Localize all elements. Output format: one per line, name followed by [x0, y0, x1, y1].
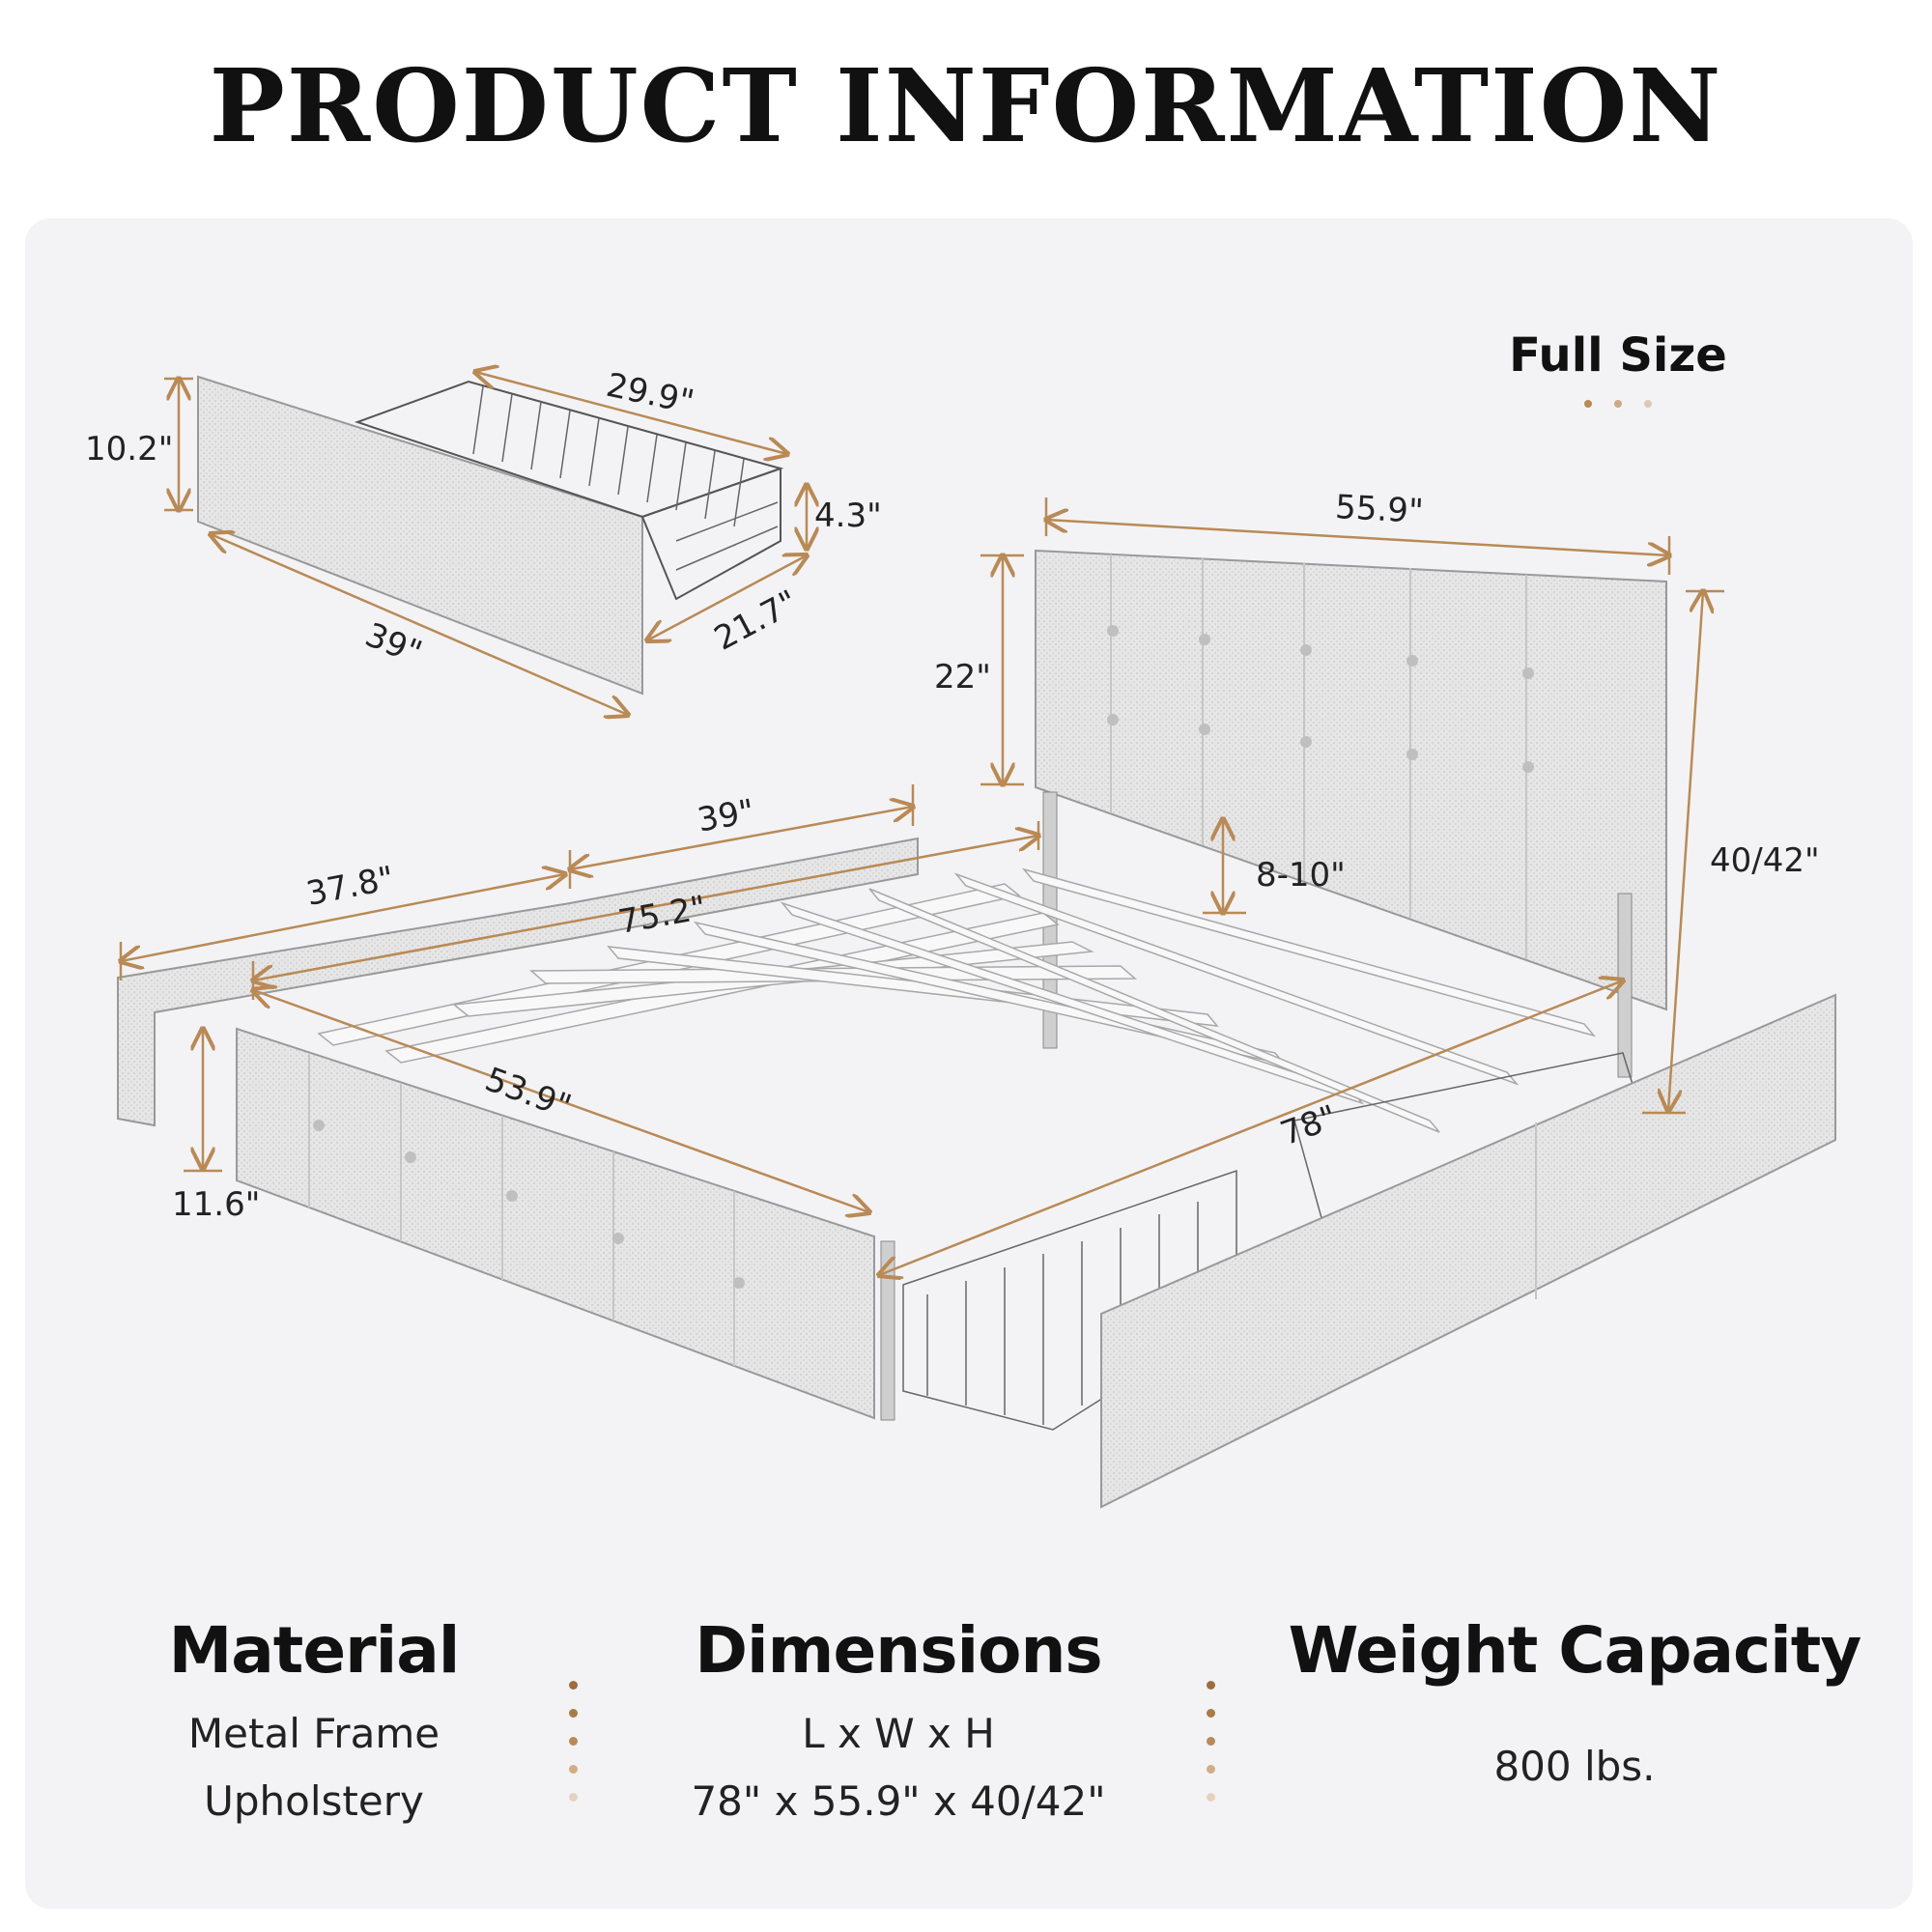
dim-overall-length: 78" [1275, 1097, 1342, 1153]
spec-material-line-1: Metal Frame [187, 1710, 440, 1757]
spec-dimensions-line-2: 78" x 55.9" x 40/42" [691, 1777, 1106, 1825]
size-divider-dots [1584, 400, 1652, 408]
spec-weight-capacity: Weight Capacity 800 lbs. [1275, 1613, 1874, 1790]
dim-overall-height: 40/42" [1710, 841, 1820, 880]
drawer-illustration [197, 375, 784, 696]
dim-drawer-depth: 21.7" [708, 582, 804, 658]
dim-drawer-height: 10.2" [85, 430, 173, 469]
spec-weight-line-1: 800 lbs. [1493, 1743, 1656, 1790]
size-label: Full Size [1509, 328, 1727, 383]
dim-drawer-inner-height: 4.3" [814, 497, 882, 535]
dim-headboard-width: 55.9" [1334, 488, 1424, 531]
spec-weight-heading: Weight Capacity [1288, 1613, 1862, 1688]
spec-dimensions-heading: Dimensions [695, 1613, 1102, 1688]
dim-side-rail-39: 39" [695, 792, 757, 840]
dim-headboard-adjust: 8-10" [1256, 856, 1346, 895]
dim-side-rail-37: 37.8" [303, 859, 397, 914]
spec-material-line-2: Upholstery [204, 1777, 424, 1825]
dim-drawer-inner-length: 29.9" [603, 366, 697, 422]
drawer-dimension-lines [164, 372, 807, 715]
dim-headboard-height: 22" [934, 658, 991, 696]
spec-dimensions: Dimensions L x W x H 78" x 55.9" x 40/42… [676, 1613, 1121, 1825]
spec-material: Material Metal Frame Upholstery [135, 1613, 493, 1825]
divider-dots-1 [568, 1681, 578, 1821]
spec-material-heading: Material [168, 1613, 461, 1688]
divider-dots-2 [1206, 1681, 1215, 1821]
dim-clearance: 11.6" [172, 1185, 260, 1224]
spec-dimensions-line-1: L x W x H [802, 1710, 995, 1757]
bed-dimension-lines [121, 497, 1724, 1275]
page-title: PRODUCT INFORMATION [209, 46, 1723, 165]
